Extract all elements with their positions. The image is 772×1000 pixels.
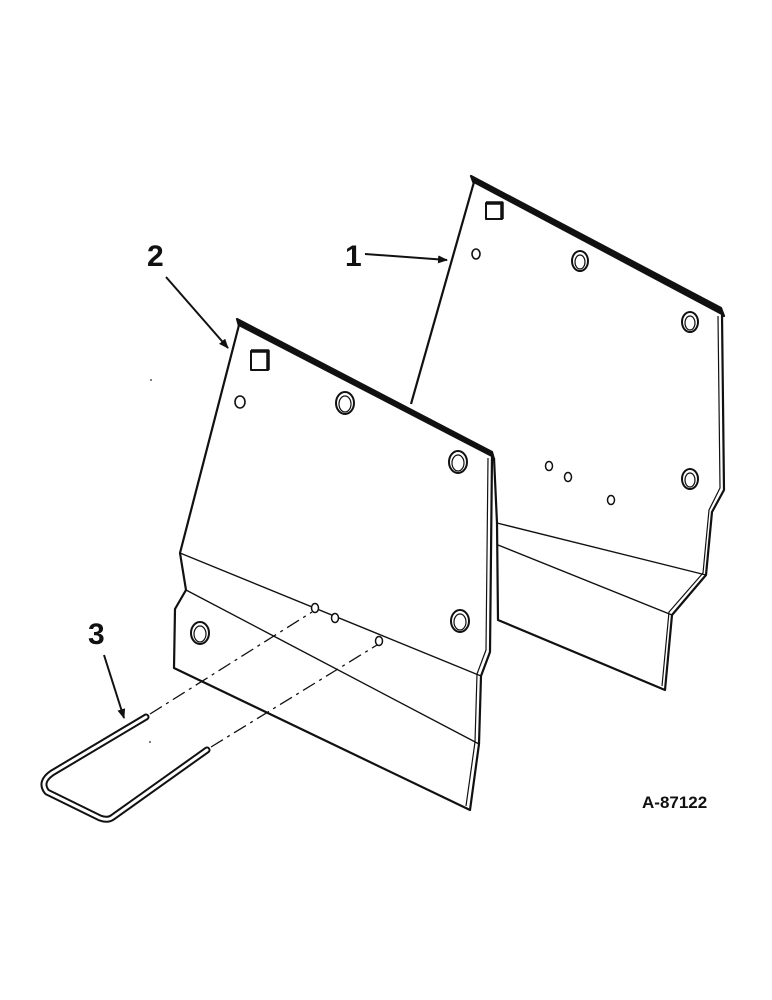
plate-1-square-hole (485, 202, 503, 220)
callout-2: 2 (147, 240, 229, 349)
plate-1-left-edge (409, 181, 476, 405)
plate-2-small-hole (234, 395, 246, 409)
plate-1-small-hole (471, 248, 481, 260)
plate-1-pin-hole-c (606, 494, 616, 506)
plate-2-bend-line-upper (179, 552, 482, 677)
plate-2-outline (172, 323, 494, 812)
plate-1-bend-line-upper (496, 522, 707, 576)
print-speck (149, 741, 151, 743)
print-speck (150, 379, 152, 381)
alignment-lines (149, 611, 378, 748)
plate-1-bend-line-lower (497, 544, 673, 616)
callout-label-2: 2 (147, 240, 164, 273)
u-clip-inner (42, 715, 209, 821)
plate-1-square-hole-shade (486, 201, 504, 219)
plate-2-pin-hole-b (330, 612, 340, 624)
plate-1-pin-hole-a (544, 460, 554, 472)
plate-1-bolt-hole-b-inner (684, 315, 696, 331)
leader-arrow-2 (165, 276, 229, 349)
plate-2-bend-line-lower (185, 589, 480, 745)
plate-2-bolt-hole-b-inner (451, 454, 465, 472)
plate-2-pin-hole-c (374, 635, 384, 647)
callout-label-1: 1 (345, 240, 362, 273)
leader-arrow-3 (103, 654, 126, 719)
alignment-line-lower (210, 644, 378, 748)
callout-3: 3 (88, 618, 126, 719)
alignment-line-upper (149, 611, 313, 715)
plate-2-square-hole-shade (251, 349, 270, 370)
drawing-reference-number: A-87122 (642, 793, 707, 812)
u-clip-part-3 (40, 713, 211, 823)
plate-2-right-thickness (465, 457, 489, 807)
callout-1: 1 (345, 240, 448, 273)
plate-2-bolt-hole-d-inner (193, 625, 207, 643)
plate-2-pin-hole-a (310, 602, 320, 614)
leader-arrow-1 (364, 253, 448, 264)
plate-part-1 (409, 174, 726, 692)
plate-1-pin-hole-b (563, 471, 573, 483)
plate-1-outline (473, 181, 726, 692)
plate-2-square-hole (250, 350, 269, 371)
plate-2-bolt-hole-c-inner (453, 613, 467, 631)
plate-1-right-thickness (661, 315, 721, 687)
plate-part-2 (172, 317, 496, 812)
plate-1-bolt-hole-a-inner (574, 254, 586, 270)
callout-label-3: 3 (88, 618, 105, 651)
plate-2-bolt-hole-a-inner (338, 395, 352, 413)
plate-1-bolt-hole-c-inner (684, 472, 696, 488)
